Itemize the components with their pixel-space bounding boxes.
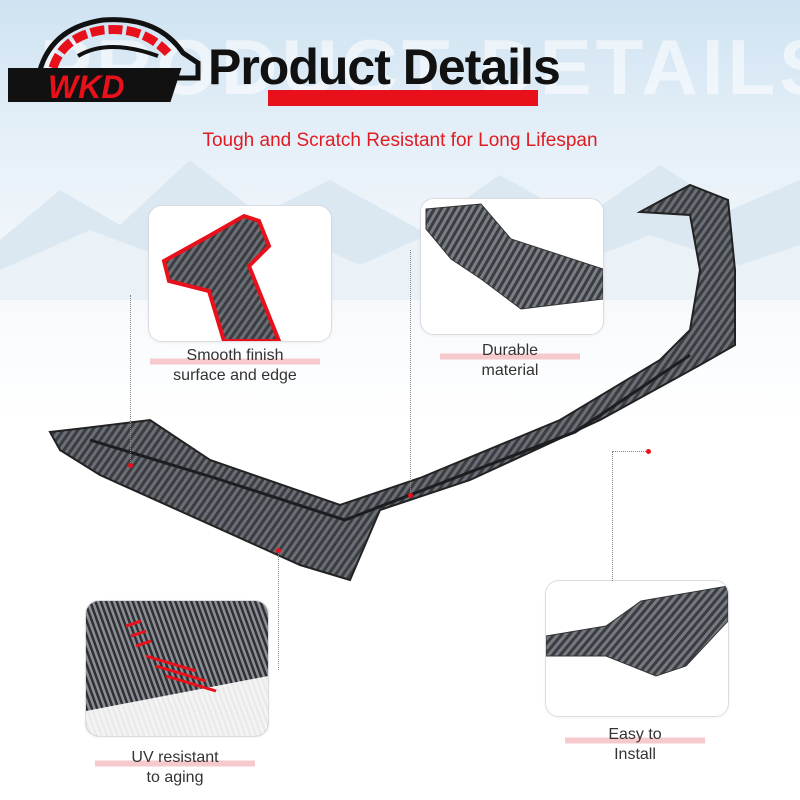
callout-install-line1: Easy to	[565, 725, 705, 745]
callout-finish-label: Smooth finish surface and edge	[150, 346, 320, 386]
callout-install-line2: Install	[614, 746, 656, 763]
detail-inset-uv	[85, 600, 269, 737]
callout-material-label: Durable material	[440, 341, 580, 381]
callout-marker-install	[646, 449, 651, 454]
logo-text: WKD	[48, 69, 124, 105]
callout-material-line2: material	[481, 362, 539, 379]
callout-uv-label: UV resistant to aging	[95, 748, 255, 788]
leader-line-install-h	[612, 451, 648, 452]
uv-closeup-image	[86, 601, 268, 736]
leader-line-finish	[130, 295, 131, 465]
title-underline	[268, 90, 538, 106]
material-closeup-image	[421, 199, 603, 334]
brand-logo: WKD	[8, 17, 201, 105]
install-closeup-image	[546, 581, 728, 716]
callout-marker-material	[408, 493, 413, 498]
callout-finish-line1: Smooth finish	[150, 346, 320, 366]
callout-uv-line1: UV resistant	[95, 748, 255, 768]
detail-inset-install	[545, 580, 729, 717]
leader-line-uv	[278, 550, 279, 670]
detail-inset-finish	[148, 205, 332, 342]
callout-marker-finish	[128, 463, 133, 468]
leader-line-install	[612, 451, 613, 581]
callout-marker-uv	[276, 548, 281, 553]
callout-install-label: Easy to Install	[565, 725, 705, 765]
edge-closeup-image	[149, 206, 331, 341]
page-title: Product Details	[208, 39, 561, 95]
callout-material-line1: Durable	[440, 341, 580, 361]
page-subtitle: Tough and Scratch Resistant for Long Lif…	[202, 130, 598, 151]
callout-uv-line2: to aging	[146, 769, 204, 786]
leader-line-material	[410, 250, 411, 495]
detail-inset-material	[420, 198, 604, 335]
callout-finish-line2: surface and edge	[173, 367, 297, 384]
